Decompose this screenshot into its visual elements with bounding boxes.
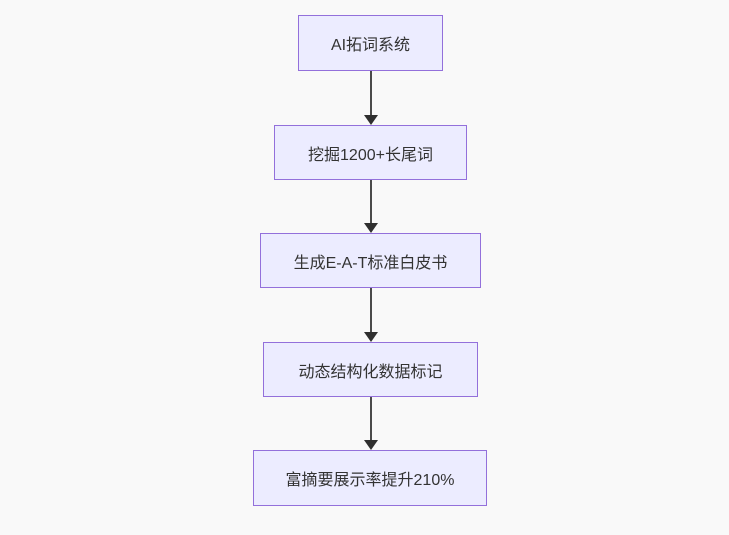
arrow-line (370, 397, 372, 441)
arrowhead-down-icon (364, 332, 378, 342)
arrow-line (370, 180, 372, 224)
flow-arrow-1 (364, 71, 378, 125)
flow-node-eat-whitepaper: 生成E-A-T标准白皮书 (260, 233, 481, 288)
arrowhead-down-icon (364, 223, 378, 233)
flow-node-label: 生成E-A-T标准白皮书 (293, 254, 448, 272)
flow-node-label: 富摘要展示率提升210% (285, 472, 455, 489)
arrowhead-down-icon (364, 115, 378, 125)
flow-node-label: AI拓词系统 (330, 37, 411, 54)
flow-arrow-2 (364, 180, 378, 233)
flow-node-longtail-mining: 挖掘1200+长尾词 (274, 125, 467, 180)
arrowhead-down-icon (364, 440, 378, 450)
arrow-line (370, 288, 372, 333)
flow-node-label: 动态结构化数据标记 (298, 363, 443, 381)
flow-arrow-4 (364, 397, 378, 450)
flow-node-rich-snippet-result: 富摘要展示率提升210% (253, 450, 487, 506)
flow-node-label: 挖掘1200+长尾词 (308, 146, 433, 164)
flow-node-ai-keyword-system: AI拓词系统 (298, 15, 443, 71)
flow-node-structured-data: 动态结构化数据标记 (263, 342, 478, 397)
flow-arrow-3 (364, 288, 378, 342)
arrow-line (370, 71, 372, 116)
